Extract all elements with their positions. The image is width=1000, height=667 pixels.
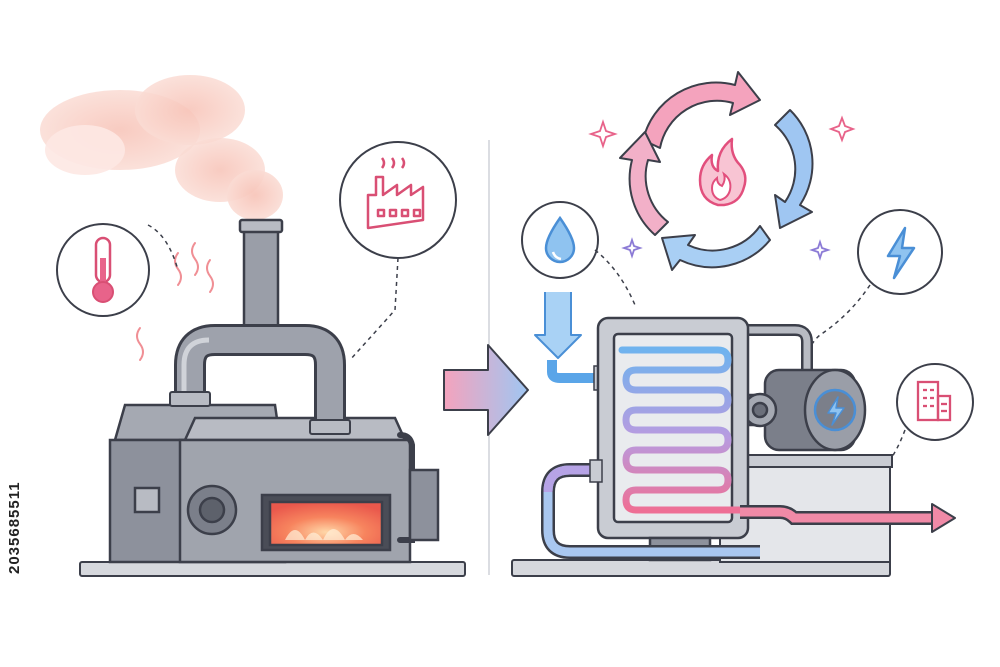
process-arrow xyxy=(443,344,529,436)
furnace-base xyxy=(79,561,466,577)
water-drop-icon xyxy=(521,201,599,279)
chimney xyxy=(238,218,284,335)
thermometer-icon xyxy=(56,223,150,317)
generator-lightning-icon xyxy=(827,396,845,426)
recycle-arrows-icon xyxy=(619,71,814,271)
smoke-cloud xyxy=(40,75,283,220)
water-inlet-arrow xyxy=(534,292,582,359)
furnace-body xyxy=(108,403,440,564)
heat-waves xyxy=(136,242,214,361)
factory-icon xyxy=(339,141,457,259)
lightning-icon xyxy=(857,209,943,295)
heat-exchanger-coil xyxy=(618,346,744,514)
heat-output-arrow xyxy=(740,503,956,533)
sparkles xyxy=(588,115,856,261)
fire-flames xyxy=(285,529,363,540)
stock-image-id: 2035685511 xyxy=(6,481,23,574)
generator xyxy=(742,368,867,452)
water-inlet-pipe xyxy=(547,360,598,383)
flame-icon xyxy=(698,137,747,207)
exhaust-pipes xyxy=(174,324,346,425)
building-icon xyxy=(896,363,974,441)
